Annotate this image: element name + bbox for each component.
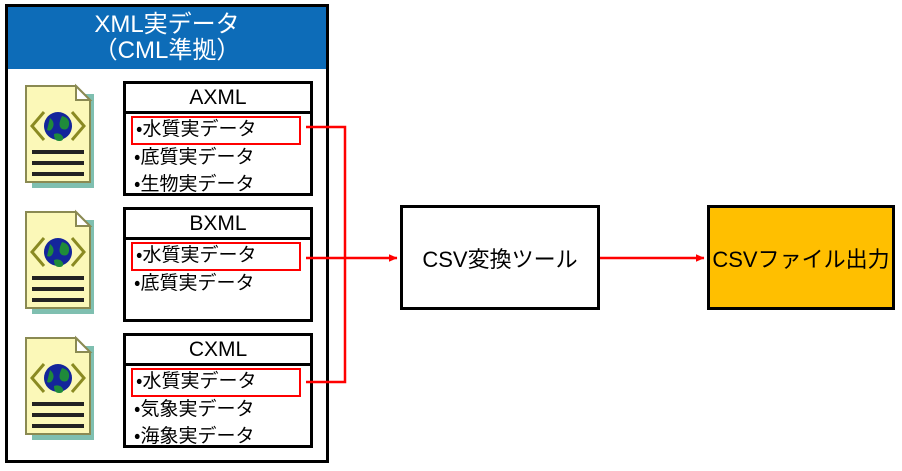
panel-header: XML実データ （CML準拠） — [8, 7, 326, 69]
xml-source-panel: XML実データ （CML準拠） AXML ・ — [5, 4, 329, 463]
xml-item-list: ・水質実データ ・底質実データ ・生物実データ — [126, 114, 310, 199]
xml-item-list: ・水質実データ ・気象実データ ・海象実データ — [126, 366, 310, 451]
xml-item-highlighted: ・水質実データ — [131, 242, 301, 271]
xml-document-globe-icon — [25, 209, 94, 314]
xml-item: ・底質実データ — [134, 272, 255, 294]
xml-item: ・底質実データ — [134, 146, 255, 168]
xml-box-axml: AXML ・水質実データ ・底質実データ ・生物実データ — [123, 81, 313, 196]
xml-item: ・海象実データ — [134, 425, 255, 447]
xml-box-cxml: CXML ・水質実データ ・気象実データ ・海象実データ — [123, 333, 313, 448]
panel-title-line1: XML実データ — [94, 11, 240, 39]
xml-item: ・気象実データ — [134, 398, 255, 420]
xml-item-highlighted: ・水質実データ — [131, 368, 301, 397]
xml-box-title: BXML — [126, 210, 310, 240]
xml-group-cxml: CXML ・水質実データ ・気象実データ ・海象実データ — [8, 327, 326, 453]
csv-conversion-tool-box: CSV変換ツール — [400, 205, 600, 310]
xml-document-globe-icon — [25, 335, 94, 440]
xml-box-bxml: BXML ・水質実データ ・底質実データ — [123, 207, 313, 322]
xml-document-globe-icon — [25, 83, 94, 188]
xml-item-highlighted: ・水質実データ — [131, 116, 301, 145]
xml-item-list: ・水質実データ ・底質実データ — [126, 240, 310, 298]
xml-group-bxml: BXML ・水質実データ ・底質実データ — [8, 201, 326, 327]
xml-box-title: AXML — [126, 84, 310, 114]
csv-file-output-box: CSVファイル出力 — [707, 205, 895, 310]
xml-item: ・生物実データ — [134, 173, 255, 195]
panel-title-line2: （CML準拠） — [93, 37, 241, 64]
xml-box-title: CXML — [126, 336, 310, 366]
xml-group-axml: AXML ・水質実データ ・底質実データ ・生物実データ — [8, 75, 326, 201]
